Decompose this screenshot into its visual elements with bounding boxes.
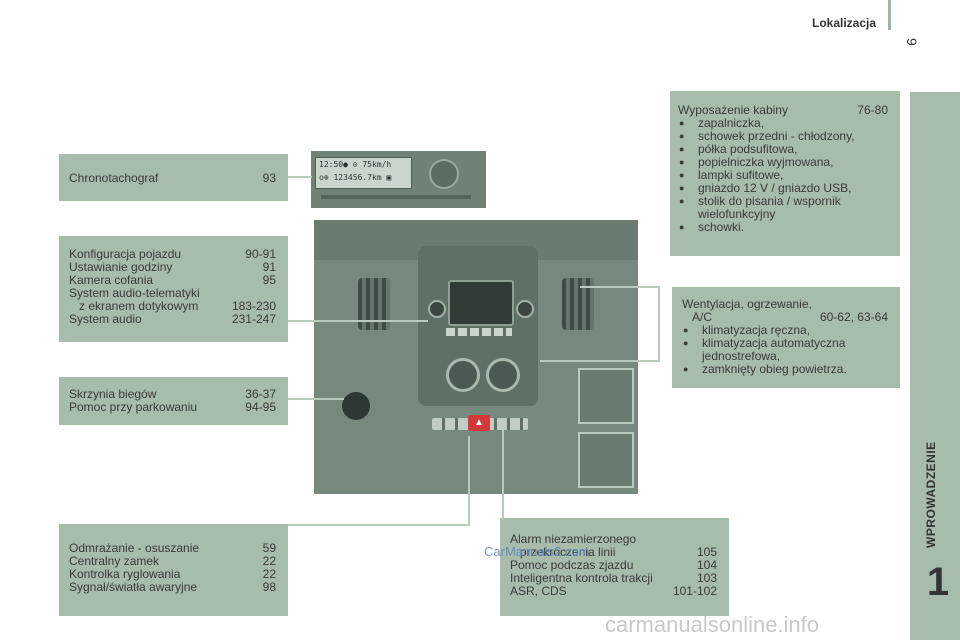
chapter-side-bar [910, 92, 960, 640]
page-header-title: Lokalizacja [812, 16, 877, 30]
page-number: 9 [904, 38, 920, 46]
cabin-item: schowek przedni - chłodzony, [678, 130, 888, 144]
cabin-item: zapalniczka, [678, 117, 888, 131]
audio-left-knob [428, 300, 446, 318]
ventilation-item-list: klimatyzacja ręczna, klimatyzacja automa… [682, 324, 888, 377]
right-switch-panel-lower [578, 432, 634, 488]
tachograph-slot [321, 195, 471, 199]
cabin-item: lampki sufitowe, [678, 169, 888, 183]
defrost-row: Odmrażanie - osuszanie [69, 541, 200, 555]
cabin-item: półka podsufitowa, [678, 143, 888, 157]
connector-line [288, 176, 312, 178]
alarm-box: Alarm niezamierzonego przekroczenia lini… [500, 518, 729, 616]
alarm-line1: Alarm niezamierzonego [510, 532, 637, 546]
connector-line [468, 436, 470, 526]
vehicle-config-row: Konfiguracja pojazdu [69, 247, 182, 261]
hvac-right-dial [486, 358, 520, 392]
alarm-row: ASR, CDS [510, 584, 567, 598]
connector-line [288, 320, 428, 322]
defrost-page: 22 [262, 567, 276, 581]
chapter-side-label: WPROWADZENIE [924, 441, 938, 548]
alarm-page: 101-102 [672, 584, 717, 598]
tachograph-knob [429, 159, 459, 189]
cabin-page: 76-80 [857, 103, 888, 117]
footer-watermark: carmanualsonline.info [605, 612, 820, 637]
chronotachograph-box: Chronotachograf 93 [59, 154, 288, 201]
ventilation-ac-label: A/C [692, 310, 713, 324]
vehicle-config-page: 95 [262, 273, 276, 287]
hazard-button: ▲ [468, 415, 490, 431]
vehicle-config-row: z ekranem dotykowym [69, 299, 199, 313]
cabin-item: popielniczka wyjmowana, [678, 156, 888, 170]
gearbox-row: Skrzynia biegów [69, 387, 157, 401]
tachograph-display: 12:50● ⊙ 75km/h o⊕ 123456.7km ▣ [315, 157, 412, 189]
gearbox-page: 94-95 [245, 400, 276, 414]
alarm-page: 104 [696, 558, 717, 572]
carmanuals-watermark: CarManuals2.com [484, 544, 590, 559]
infotainment-screen [448, 280, 514, 326]
cabin-item-list: zapalniczka, schowek przedni - chłodzony… [678, 117, 888, 235]
ventilation-item-continuation: jednostrefowa, [702, 349, 781, 363]
cabin-item-continuation: wielofunkcyjny [698, 207, 776, 221]
cabin-item: gniazdo 12 V / gniazdo USB, [678, 182, 888, 196]
vehicle-config-row: System audio-telematyki [69, 286, 200, 300]
vehicle-config-row: Kamera cofania [69, 273, 154, 287]
vehicle-config-row: System audio [69, 312, 142, 326]
vehicle-config-page: 231-247 [231, 312, 276, 326]
left-air-vent [358, 278, 390, 330]
alarm-page: 103 [696, 571, 717, 585]
cabin-item: stolik do pisania / wspornikwielofunkcyj… [678, 195, 888, 221]
vehicle-config-box: Konfiguracja pojazdu 90-91 Ustawianie god… [59, 236, 288, 342]
defrost-page: 59 [262, 541, 276, 555]
vehicle-config-page: 91 [262, 260, 276, 274]
audio-right-knob [516, 300, 534, 318]
right-switch-panel-upper [578, 368, 634, 424]
connector-line [288, 398, 344, 400]
tachograph-image: 12:50● ⊙ 75km/h o⊕ 123456.7km ▣ [311, 151, 486, 208]
vehicle-config-page: 183-230 [231, 299, 276, 313]
chapter-number: 1 [926, 560, 950, 604]
ventilation-item: klimatyzacja ręczna, [682, 324, 888, 338]
connector-line [540, 360, 660, 362]
radio-button-row [446, 328, 512, 336]
dashboard-photo: ▲ [314, 220, 638, 494]
connector-line [580, 286, 660, 288]
ventilation-item: zamknięty obieg powietrza. [682, 363, 888, 377]
cabin-item: schowki. [678, 221, 888, 235]
hvac-left-dial [446, 358, 480, 392]
connector-line [658, 286, 660, 360]
gearbox-page: 36-37 [245, 387, 276, 401]
alarm-page: 105 [696, 545, 717, 559]
cabin-title: Wyposażenie kabiny [678, 103, 788, 117]
defrost-row: Centralny zamek [69, 554, 160, 568]
cabin-equipment-box: Wyposażenie kabiny 76-80 zapalniczka, sch… [670, 91, 900, 256]
defrost-page: 98 [262, 580, 276, 594]
chronotachograph-page: 93 [262, 171, 276, 185]
gearbox-box: Skrzynia biegów 36-37 Pomoc przy parkowan… [59, 377, 288, 425]
defrost-row: Kontrolka ryglowania [69, 567, 181, 581]
alarm-row: Inteligentna kontrola trakcji [510, 571, 653, 585]
connector-line [502, 430, 504, 520]
alarm-row: przekroczenia linii [510, 545, 616, 559]
ventilation-line1: Wentylacja, ogrzewanie, [682, 297, 812, 311]
defrost-page: 22 [262, 554, 276, 568]
alarm-row: Pomoc podczas zjazdu [510, 558, 634, 572]
gear-lever [342, 392, 370, 420]
gearbox-row: Pomoc przy parkowaniu [69, 400, 198, 414]
connector-line [288, 524, 468, 526]
ventilation-ac-page: 60-62, 63-64 [819, 310, 888, 324]
defrost-row: Sygnał/światła awaryjne [69, 580, 198, 594]
vehicle-config-row: Ustawianie godziny [69, 260, 173, 274]
vehicle-config-page: 90-91 [245, 247, 276, 261]
defrost-box: Odmrażanie - osuszanie 59 Centralny zamek… [59, 524, 288, 616]
header-divider [888, 0, 891, 30]
chronotachograph-label: Chronotachograf [69, 171, 159, 185]
